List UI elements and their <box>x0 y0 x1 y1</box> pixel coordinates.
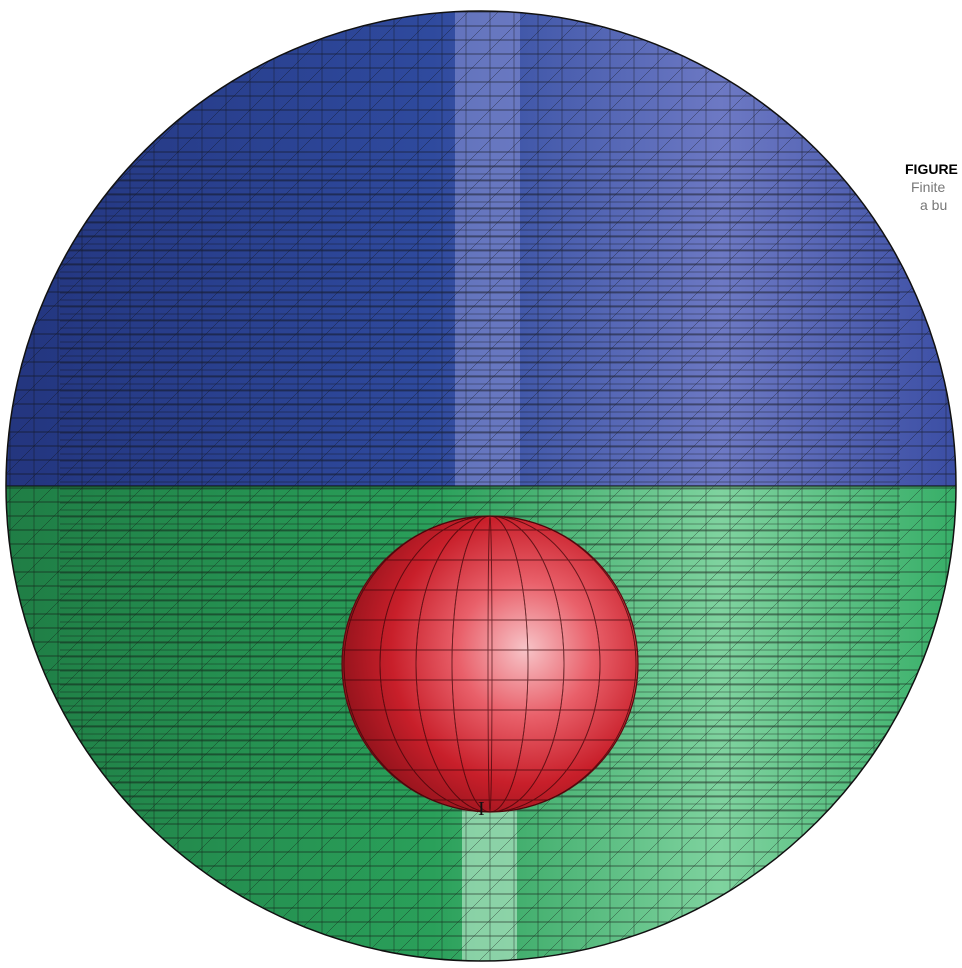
mesh-line <box>6 11 571 961</box>
mesh-line <box>6 11 721 961</box>
domain-boundary <box>5 10 957 962</box>
mesh-line <box>411 11 956 961</box>
mesh-line <box>501 11 956 961</box>
sphere-meridian <box>379 516 601 812</box>
mesh-line <box>201 11 956 961</box>
lower-axis-column <box>462 790 517 961</box>
mesh-line <box>6 11 541 961</box>
caption-label: FIGURE <box>905 161 958 177</box>
mesh-line <box>651 11 956 961</box>
sphere-meridian <box>415 516 565 812</box>
mesh-line <box>6 11 691 961</box>
mesh-line <box>6 11 421 961</box>
mesh-line <box>441 11 956 961</box>
mesh-line <box>6 11 781 961</box>
mesh-line <box>6 11 301 961</box>
mesh-line <box>561 11 956 961</box>
mesh-line <box>531 11 956 961</box>
upper-axis-column <box>455 11 520 486</box>
mesh-line <box>6 11 751 961</box>
mesh-line <box>621 11 956 961</box>
bubble-sphere <box>341 515 639 813</box>
mesh-line <box>261 11 956 961</box>
sphere-meridian <box>487 516 493 812</box>
mesh-marker-label: I <box>478 798 485 820</box>
mesh-line <box>6 11 391 961</box>
mesh-line <box>381 11 956 961</box>
mesh-line <box>6 11 601 961</box>
mesh-line <box>6 11 331 961</box>
mesh-line <box>171 11 956 961</box>
caption-line-1: Finite <box>911 179 946 195</box>
mesh-line <box>6 11 361 961</box>
sphere-meridian <box>451 516 529 812</box>
mesh-line <box>6 11 451 961</box>
mesh-line <box>6 11 511 961</box>
mesh-line <box>6 11 811 961</box>
figure-caption: FIGURE Finite a bu <box>905 160 962 214</box>
mesh-line <box>6 11 481 961</box>
mesh-line <box>6 11 661 961</box>
mesh-line <box>231 11 956 961</box>
mesh-line <box>471 11 956 961</box>
sphere-meridian <box>343 516 637 812</box>
mesh-line <box>591 11 956 961</box>
mesh-line <box>6 11 631 961</box>
caption-line-2: a bu <box>920 197 948 213</box>
